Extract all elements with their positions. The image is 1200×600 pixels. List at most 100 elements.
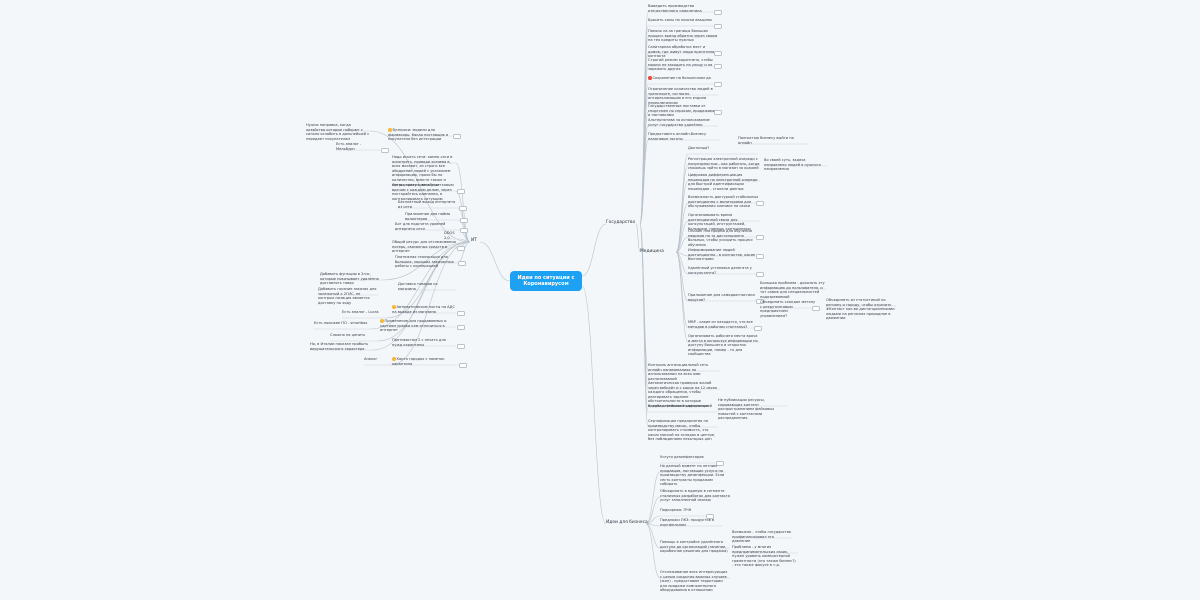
mindmap-node[interactable]: Доктонша? xyxy=(688,146,758,151)
mindmap-node[interactable]: Полностью бизнесу выйти на онлайн xyxy=(738,136,808,145)
mindmap-node[interactable]: Удалённый установка делегата у консульта… xyxy=(688,266,760,275)
mindmap-node[interactable]: Аналог xyxy=(364,357,390,362)
branch-gov[interactable]: Государство xyxy=(606,220,635,226)
node-text: Автоматические посты на АДС на выходе из… xyxy=(392,305,455,314)
mindmap-node[interactable]: Цифровая дифференциация пешеходов по эле… xyxy=(688,173,760,191)
mindmap-node[interactable]: Подкормка: ПЧН xyxy=(660,508,710,513)
mindmap-node[interactable]: Надо искать сети: кампо сати в осмотреть… xyxy=(392,155,456,187)
mindmap-node[interactable]: Приложение для найма волонтеров xyxy=(405,212,459,221)
collapse-badge[interactable] xyxy=(457,246,465,251)
mindmap-node[interactable]: Нужна поправка, когда хозяйства которые … xyxy=(306,123,370,141)
collapse-badge[interactable] xyxy=(756,272,764,277)
mindmap-node[interactable]: Организовать связь участковым врачом с к… xyxy=(392,183,456,201)
mindmap-node[interactable]: Есть похожее ПО - smartbox xyxy=(314,321,370,326)
mindmap-node[interactable]: Контроль антисоциальной сеть онлайн напо… xyxy=(648,363,720,381)
collapse-badge[interactable] xyxy=(457,189,465,194)
mindmap-node[interactable]: Организовывать время дистанционной связи… xyxy=(688,213,760,231)
mindmap-node[interactable]: Альтернатива за использование услуг госу… xyxy=(648,118,718,127)
mindmap-node[interactable]: Добавить горячие заказах для залежатый к… xyxy=(318,287,378,305)
mindmap-node[interactable]: Во своей суть, задача направлено людей в… xyxy=(764,158,828,172)
collapse-badge[interactable] xyxy=(458,261,466,266)
branch-it[interactable]: ИТ xyxy=(471,238,477,244)
mindmap-node[interactable]: Бесплатный выход интернета из сети xyxy=(398,200,458,209)
mindmap-node[interactable]: Общий ресурс для отслеживания потерь, св… xyxy=(392,240,456,254)
mindmap-node[interactable]: Добавить функцию в 2гис, которые показыв… xyxy=(320,272,382,286)
mindmap-node[interactable]: Большая проблема - доказать эту информац… xyxy=(760,281,826,299)
root-node[interactable]: Идеи по ситуации с Коронавирусом xyxy=(510,271,582,291)
mindmap-node[interactable]: Есть аналог - Lucas xyxy=(342,310,386,315)
collapse-badge[interactable] xyxy=(714,10,722,15)
mindmap-node[interactable]: Объединить из статистикой по региону и г… xyxy=(826,298,896,321)
branch-medicine[interactable]: Медицина xyxy=(640,249,664,255)
mindmap-node[interactable]: Санитарная обработка мест и домов, где ж… xyxy=(648,45,718,59)
mindmap-node[interactable]: Но, в Италии наказан пробыть вирушательс… xyxy=(310,342,372,351)
mindmap-node[interactable]: Приложение для самодиагностики вирусов? xyxy=(688,293,760,302)
collapse-badge[interactable] xyxy=(714,24,722,29)
collapse-badge[interactable] xyxy=(714,64,722,69)
mindmap-node[interactable]: Отслеживание всех интересующих с целью с… xyxy=(660,570,730,593)
mindmap-node[interactable]: Государственные поставки от спортсмен по… xyxy=(648,104,718,118)
mindmap-node[interactable]: Помощь в контройке удалённого доступа до… xyxy=(660,540,730,554)
collapse-badge[interactable] xyxy=(457,344,465,349)
mindmap-node[interactable]: Сохранение на больничном до xyxy=(648,76,718,81)
mindmap-node[interactable]: Организовать рабочего места врача и мест… xyxy=(688,334,760,357)
mindmap-node[interactable]: DDOS 2.0 xyxy=(444,231,460,240)
mindmap-node[interactable]: Сертификация предприятия по производству… xyxy=(648,419,718,442)
mindmap-node[interactable]: Вузпроси: модели для фармакорь: Какая по… xyxy=(388,128,452,142)
mindmap-node[interactable]: Сложно на ценить xyxy=(330,333,378,338)
collapse-badge[interactable] xyxy=(459,206,467,211)
collapse-badge[interactable] xyxy=(459,363,467,368)
mindmap-node[interactable]: Проблема - у многих предпринимательских … xyxy=(732,545,798,568)
branch-biz[interactable]: Идеи для бизнеса xyxy=(606,520,648,526)
mindmap-node[interactable]: Не публикации ресурсы, скрывающих контен… xyxy=(718,398,788,421)
node-text: Борьба с фейковой информацией xyxy=(648,404,713,408)
collapse-badge[interactable] xyxy=(714,110,722,115)
collapse-badge[interactable] xyxy=(381,148,389,153)
mindmap-node[interactable]: Доставка товаров из магазина xyxy=(398,282,456,291)
collapse-badge[interactable] xyxy=(457,325,465,330)
mindmap-node[interactable]: Услуги дезинфекторов xyxy=(660,455,720,460)
mindmap-node[interactable]: Бот для подсчета уровней интернета сети xyxy=(395,222,459,231)
mindmap-node[interactable]: Предоставить онлайн-бизнесу налоговые ль… xyxy=(648,132,720,141)
collapse-badge[interactable] xyxy=(756,254,764,259)
node-text: Доставка товаров из магазина xyxy=(398,282,438,291)
mindmap-node[interactable]: Променение для продаваемых и хартиям урв… xyxy=(380,319,456,333)
mindmap-node[interactable]: Автоматические посты на АДС на выходе из… xyxy=(392,305,456,314)
collapse-badge[interactable] xyxy=(756,235,764,240)
collapse-badge[interactable] xyxy=(756,201,764,206)
mindmap-node[interactable]: Онлайн платформа для обучения медиков по… xyxy=(688,229,760,247)
mindmap-node[interactable]: Платежная геолокация для больших, хороши… xyxy=(395,255,457,269)
collapse-badge[interactable] xyxy=(453,134,461,139)
collapse-badge[interactable] xyxy=(756,299,764,304)
mindmap-node[interactable]: Выведить производство отечественного сам… xyxy=(648,4,718,13)
collapse-badge[interactable] xyxy=(754,326,762,331)
mindmap-node[interactable]: Строгий режим карантина, чтобы можно не … xyxy=(648,58,718,72)
collapse-badge[interactable] xyxy=(457,311,465,316)
mindmap-node[interactable]: Возможность доктуркой стабильных дистанц… xyxy=(688,195,760,209)
mindmap-node[interactable]: Борьба с фейковой информацией xyxy=(648,404,718,409)
mindmap-node[interactable]: Объединить в единую в сегменте столичных… xyxy=(660,489,730,503)
collapse-badge[interactable] xyxy=(812,306,820,311)
mindmap-node[interactable]: Информирование людей дистанционно - в ко… xyxy=(688,248,760,262)
mindmap-node[interactable]: МВР - какие из находятся, что все методо… xyxy=(688,320,758,329)
mindmap-node[interactable]: Возможно - чтобы государство профинансир… xyxy=(732,530,792,544)
mindmap-node[interactable]: Бросить силы на поиски вакцины xyxy=(648,18,718,23)
collapse-badge[interactable] xyxy=(460,228,468,233)
mindmap-node[interactable]: Ограничение количества людей в транспорт… xyxy=(648,87,718,105)
mindmap-node[interactable]: Предложи ЛКЗ: продуктов в портфельном xyxy=(660,518,722,527)
mindmap-node[interactable]: На данный момент по летним продавцов, по… xyxy=(660,464,726,487)
mindmap-node[interactable]: Помочь из-за границы больших процесс вые… xyxy=(648,29,718,43)
collapse-badge[interactable] xyxy=(716,461,724,466)
mindmap-node[interactable]: Автоматическая проверка жалоб через вебс… xyxy=(648,381,720,409)
collapse-badge[interactable] xyxy=(706,514,714,519)
mindmap-node[interactable]: Есть аналог - Мельбурн xyxy=(336,142,380,151)
mindmap-node[interactable]: Карта городах с пометок карантина xyxy=(392,357,458,366)
mindmap-node[interactable]: Объединить скандал метопу с рекрутинговы… xyxy=(760,300,816,318)
collapse-badge[interactable] xyxy=(714,82,722,87)
mindmap-node[interactable]: Регистрация электронной очереди с популя… xyxy=(688,157,760,171)
mindmap-node[interactable]: Противостом 2 с печать для нужд карантин… xyxy=(392,338,456,347)
collapse-badge[interactable] xyxy=(460,218,468,223)
collapse-badge[interactable] xyxy=(714,51,722,56)
